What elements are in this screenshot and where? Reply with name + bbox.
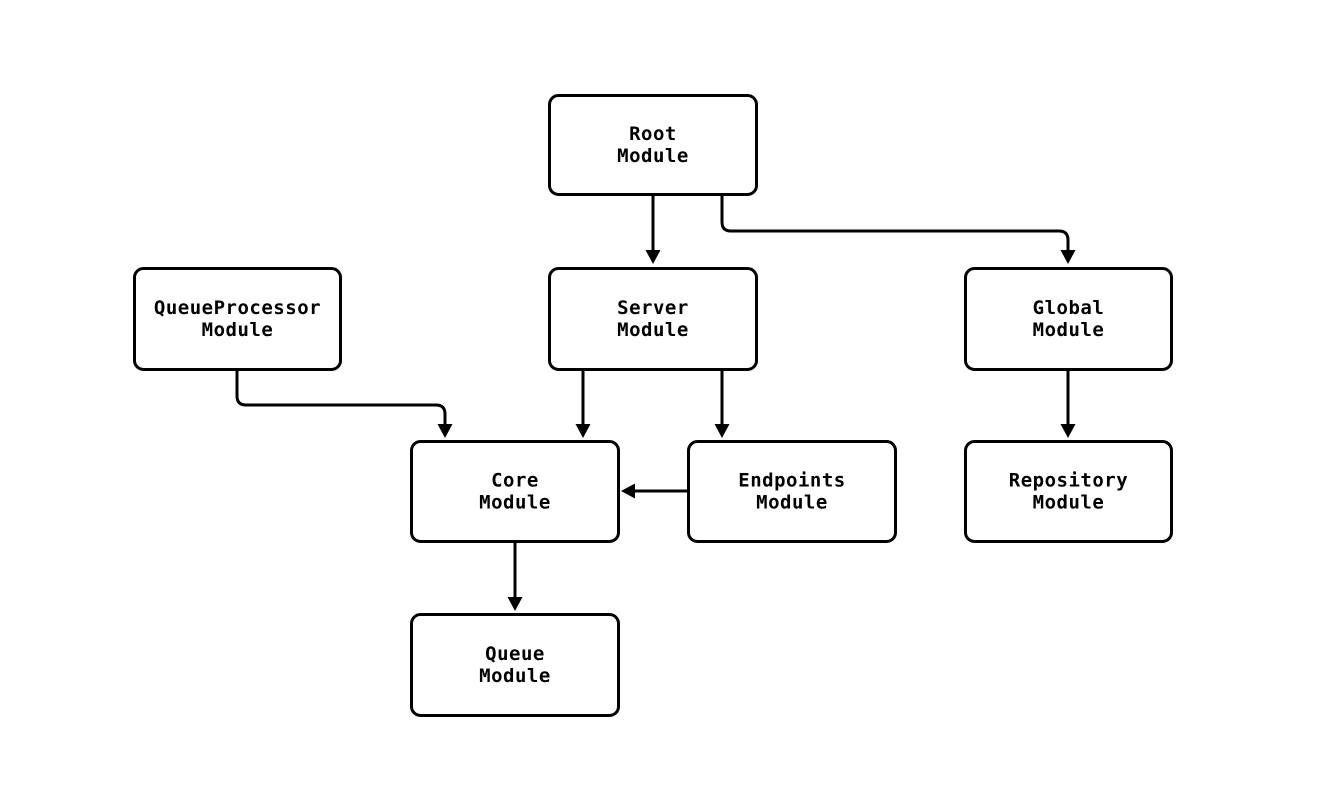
queueprocessor-module-label-line1: QueueProcessor	[154, 297, 321, 319]
repository-module-label-line1: Repository	[1009, 469, 1128, 491]
edge-server-to-endpoints	[714, 371, 730, 438]
queue-module-box[interactable]	[410, 613, 620, 717]
global-module-label-line2: Module	[1033, 319, 1105, 341]
arrowhead-icon	[714, 424, 730, 438]
edge-root-to-global-line	[720, 196, 1070, 252]
core-module-label-line2: Module	[479, 491, 551, 513]
queueprocessor-module-label-line2: Module	[202, 319, 274, 341]
endpoints-module-label-line2: Module	[756, 491, 828, 513]
server-module-label-line2: Module	[617, 319, 689, 341]
arrowhead-icon	[437, 424, 453, 438]
edge-root-to-global	[720, 196, 1076, 264]
core-module-box[interactable]	[410, 440, 620, 543]
queueprocessor-module-box[interactable]	[133, 267, 342, 371]
arrowhead-icon	[575, 424, 591, 438]
global-module-label-line1: Global	[1033, 297, 1105, 319]
server-module-label-line1: Server	[617, 297, 689, 319]
arrowhead-icon	[507, 597, 523, 611]
edge-server-to-core	[575, 371, 591, 438]
root-module-label-line2: Module	[617, 145, 689, 167]
endpoints-module-label-line1: Endpoints	[738, 469, 845, 491]
edge-queueprocessor-to-core-line	[235, 371, 447, 426]
edge-global-to-repository	[1060, 371, 1076, 438]
endpoints-module-box[interactable]	[687, 440, 897, 543]
server-module-box[interactable]	[548, 267, 758, 371]
arrowhead-icon	[621, 483, 635, 499]
repository-module-box[interactable]	[964, 440, 1173, 543]
queue-module-label-line1: Queue	[485, 643, 545, 665]
edges-layer	[235, 196, 1076, 611]
edge-endpoints-to-core	[621, 483, 687, 499]
arrowhead-icon	[1060, 250, 1076, 264]
arrowhead-icon	[645, 250, 661, 264]
edge-core-to-queue	[507, 543, 523, 611]
root-module-box[interactable]	[548, 94, 758, 196]
core-module-label-line1: Core	[491, 469, 539, 491]
root-module-label-line1: Root	[629, 123, 677, 145]
edge-queueprocessor-to-core	[235, 371, 453, 438]
arrowhead-icon	[1060, 424, 1076, 438]
queue-module-label-line2: Module	[479, 665, 551, 687]
edge-root-to-server	[645, 196, 661, 264]
repository-module-label-line2: Module	[1033, 491, 1105, 513]
global-module-box[interactable]	[964, 267, 1173, 371]
